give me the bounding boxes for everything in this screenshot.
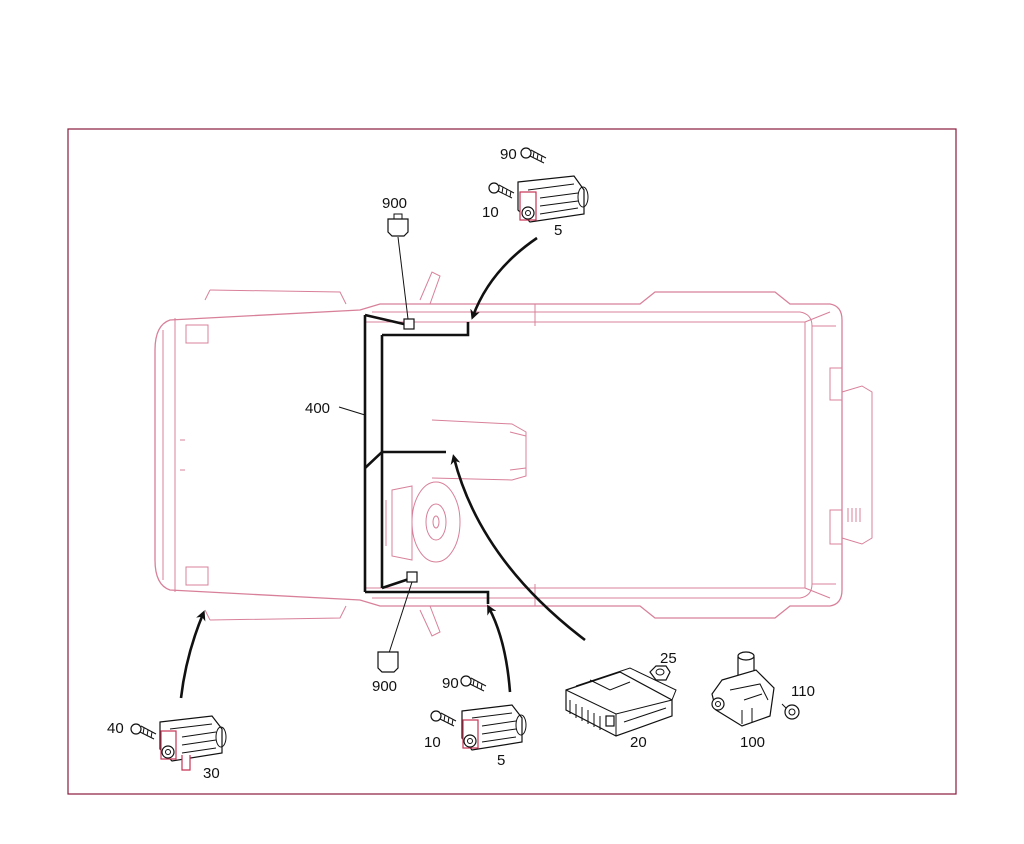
- airbag-control-unit-20[interactable]: [565, 667, 677, 737]
- connector-900-top[interactable]: [387, 213, 409, 237]
- label-5-bottom: 5: [497, 752, 505, 769]
- label-40: 40: [107, 720, 124, 737]
- harness-connector-bottom: [406, 571, 418, 583]
- label-90-top: 90: [500, 146, 517, 163]
- wiring-harness-400[interactable]: [363, 313, 490, 604]
- screw-10-top[interactable]: [488, 182, 515, 199]
- label-90-bottom: 90: [442, 675, 459, 692]
- sensor-100[interactable]: [711, 651, 775, 727]
- arrow-control-unit-20: [450, 454, 586, 642]
- screw-90-bottom[interactable]: [460, 675, 487, 692]
- screw-10-bottom[interactable]: [430, 710, 457, 727]
- label-30: 30: [203, 765, 220, 782]
- label-110: 110: [791, 683, 815, 700]
- label-900-top: 900: [382, 195, 407, 212]
- label-900-bottom: 900: [372, 678, 397, 695]
- label-20: 20: [630, 734, 647, 751]
- label-10-bottom: 10: [424, 734, 441, 751]
- impact-sensor-5-top[interactable]: [517, 175, 589, 223]
- connector-900-bottom[interactable]: [377, 651, 399, 673]
- screw-40[interactable]: [130, 723, 157, 740]
- impact-sensor-30[interactable]: [159, 715, 227, 771]
- label-400: 400: [305, 400, 330, 417]
- label-25: 25: [660, 650, 677, 667]
- screw-90-top[interactable]: [520, 147, 547, 164]
- label-10-top: 10: [482, 204, 499, 221]
- label-5-top: 5: [554, 222, 562, 239]
- harness-connector-top: [403, 318, 415, 330]
- screw-110[interactable]: [781, 703, 800, 720]
- arrow-sensor-30: [179, 610, 206, 699]
- arrow-sensor-5-bottom: [487, 604, 512, 693]
- impact-sensor-5-bottom[interactable]: [461, 704, 527, 751]
- label-100: 100: [740, 734, 765, 751]
- arrow-sensor-5-top: [470, 236, 538, 320]
- vehicle-outline: [154, 271, 873, 637]
- nut-25[interactable]: [649, 665, 671, 681]
- diagram-frame: [67, 128, 957, 795]
